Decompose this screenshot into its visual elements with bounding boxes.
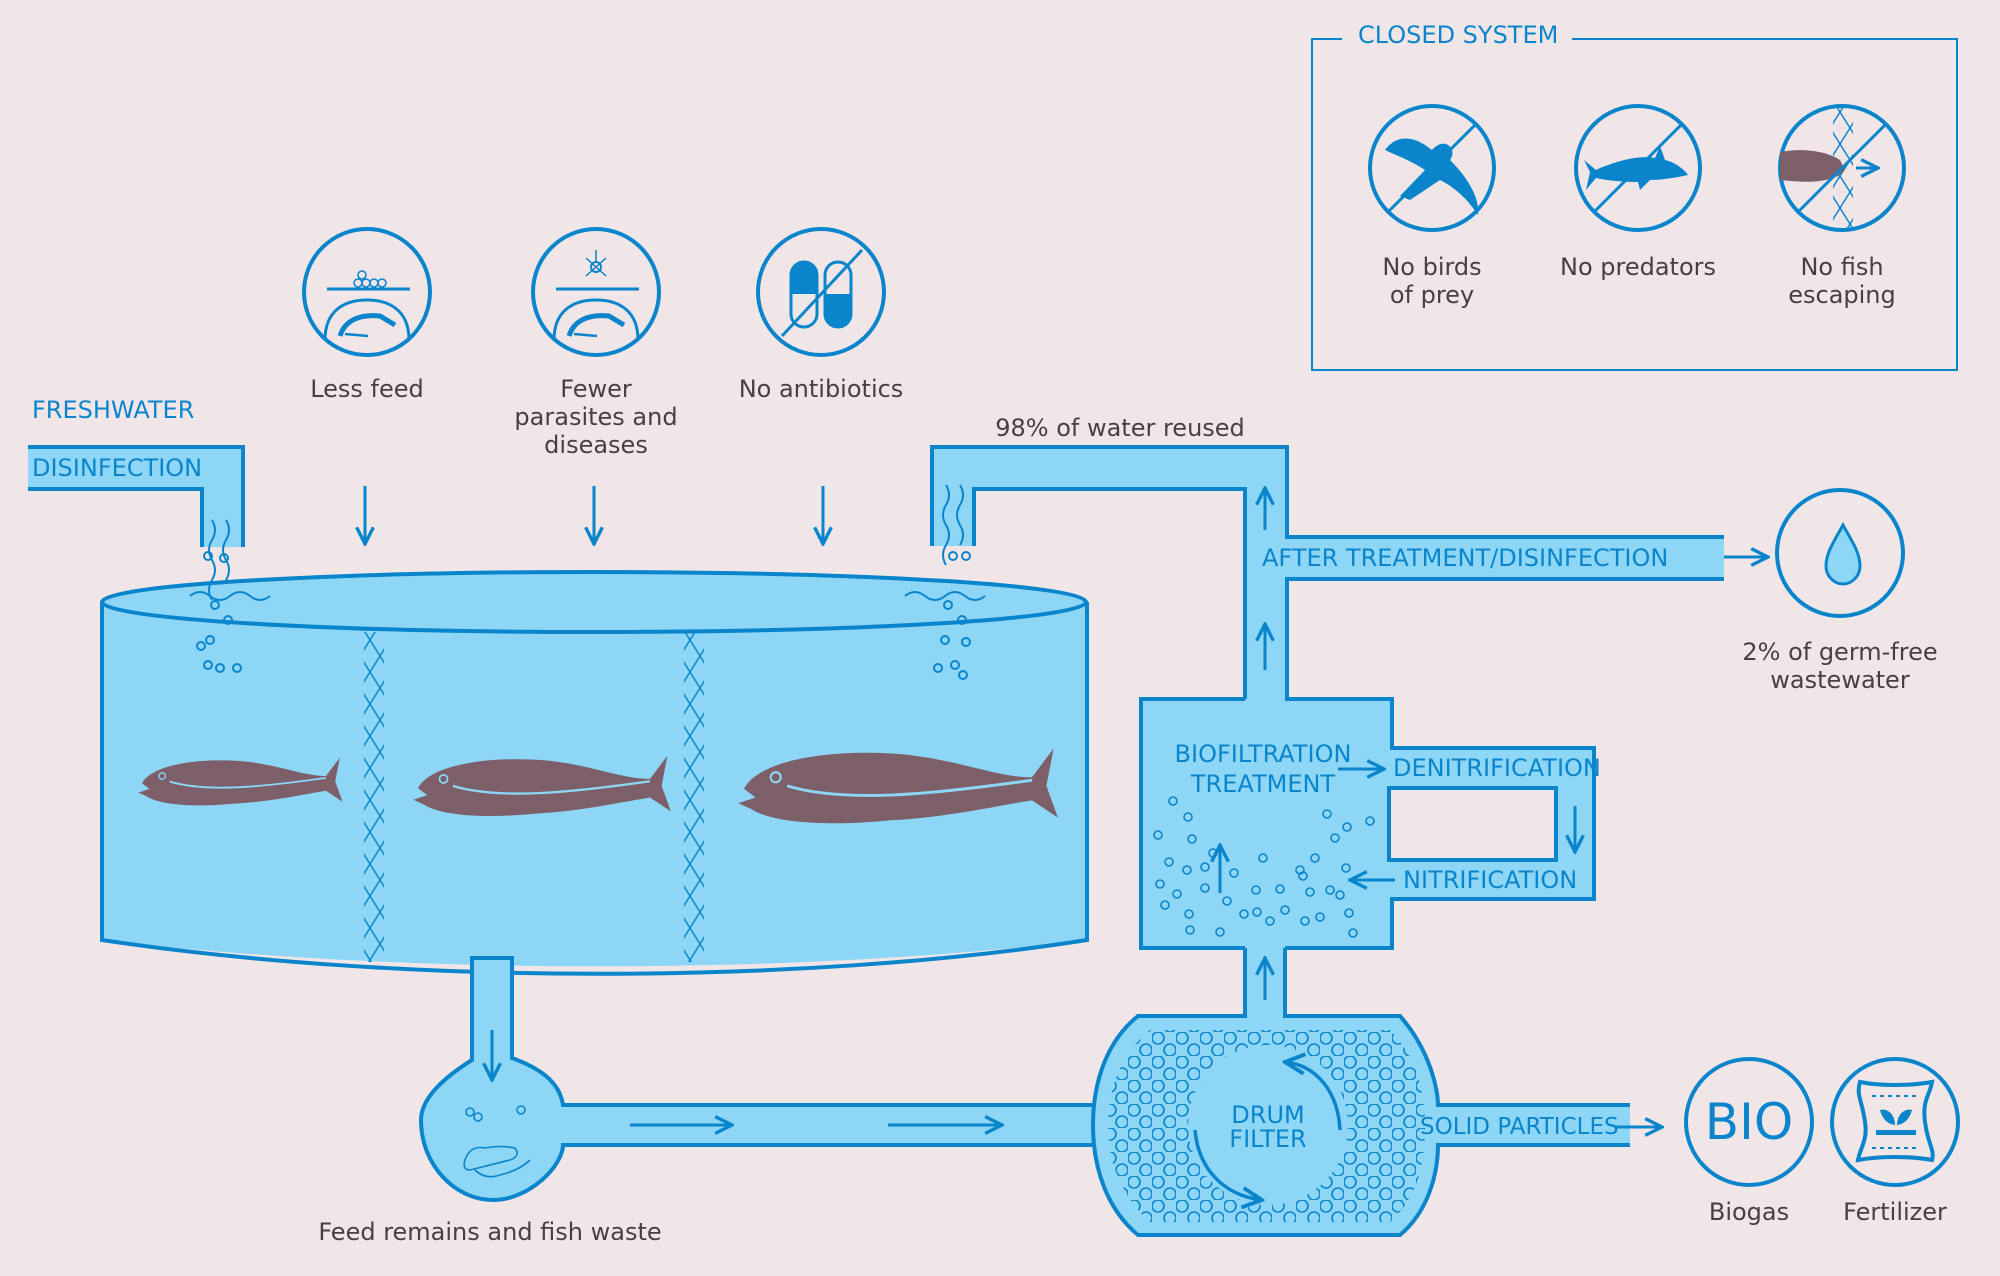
no-antibiotics-icon [756, 227, 886, 357]
closed-system-box [1311, 38, 1958, 371]
closed-item-fish-line2: escaping [1788, 281, 1896, 309]
bubble [1341, 863, 1351, 873]
bubble [1258, 853, 1268, 863]
benefit-parasites-line3: diseases [544, 431, 648, 459]
bubble [1185, 925, 1195, 935]
no-birds-of-prey-icon [1368, 104, 1496, 232]
bubble [1322, 809, 1332, 819]
drum-filter [1090, 948, 1630, 1237]
bubble [1305, 887, 1315, 897]
bubble [1222, 896, 1232, 906]
bubble [1265, 916, 1275, 926]
bubble [1208, 848, 1218, 858]
net-divider-2 [684, 632, 704, 962]
closed-item-predators-line1: No predators [1559, 253, 1716, 281]
biogas-icon [1684, 1057, 1814, 1187]
closed-system-title: CLOSED SYSTEM [1358, 21, 1559, 49]
fish-tank [100, 570, 1089, 976]
bubble [1348, 928, 1358, 938]
bubble [1168, 796, 1178, 806]
no-fish-escaping-icon [1778, 104, 1906, 232]
bubble [1153, 830, 1163, 840]
inlet-bubbles [189, 519, 271, 673]
drum-filter-line2: FILTER [1229, 1125, 1307, 1153]
water-drop-icon [1775, 488, 1905, 618]
drum-filter-label: DRUM FILTER [1208, 1103, 1328, 1151]
bubble [1251, 885, 1261, 895]
drain-pipe [418, 956, 1099, 1203]
benefit-parasites-line2: parasites and [514, 403, 678, 431]
benefit-fewer-parasites-label: Fewer parasites and diseases [506, 375, 686, 459]
nitrification-label: NITRIFICATION [1403, 866, 1578, 894]
solid-particles-label: SOLID PARTICLES [1420, 1114, 1619, 1140]
bubble [1184, 909, 1194, 919]
benefit-less-feed-label: Less feed [310, 375, 424, 403]
bubble [1300, 916, 1310, 926]
closed-item-birds-line2: of prey [1389, 281, 1475, 309]
less-feed-icon [302, 227, 432, 357]
disinfection-label: DISINFECTION [32, 454, 203, 482]
bubble [1344, 908, 1354, 918]
waste-label: Feed remains and fish waste [318, 1218, 662, 1246]
inlet-pipe [28, 447, 243, 547]
after-treatment-label: AFTER TREATMENT/DISINFECTION [1262, 544, 1669, 572]
bubble [1215, 927, 1225, 937]
wastewater-line1: 2% of germ-free [1742, 638, 1938, 666]
biofiltration-label: BIOFILTRATION TREATMENT [1168, 739, 1358, 799]
bubble [1155, 879, 1165, 889]
freshwater-label: FRESHWATER [32, 396, 195, 424]
biogas-icon-text: BIO [1704, 1093, 1794, 1151]
bubble [1160, 900, 1170, 910]
bubble [1239, 909, 1249, 919]
closed-item-fish: No fish escaping [1772, 253, 1912, 309]
wastewater-line2: wastewater [1770, 666, 1910, 694]
fertilizer-label: Fertilizer [1843, 1198, 1947, 1226]
benefit-no-antibiotics-label: No antibiotics [738, 375, 904, 403]
bubble [1330, 833, 1340, 843]
bubble [1164, 857, 1174, 867]
bubble [1200, 862, 1210, 872]
bubble [1315, 912, 1325, 922]
drum-filter-line1: DRUM [1231, 1101, 1305, 1129]
closed-item-birds: No birds of prey [1362, 253, 1502, 309]
biofiltration-line1: BIOFILTRATION [1174, 740, 1352, 768]
denitrification-label: DENITRIFICATION [1393, 754, 1601, 782]
wastewater-label: 2% of germ-free wastewater [1730, 638, 1950, 694]
bubble [1200, 883, 1210, 893]
closed-item-predators: No predators [1548, 253, 1728, 281]
closed-item-birds-line1: No birds [1382, 253, 1482, 281]
bubble [1365, 816, 1375, 826]
bubble [1183, 812, 1193, 822]
waste-particles [463, 1105, 531, 1178]
bubble [1342, 822, 1352, 832]
bubble [1229, 868, 1239, 878]
fewer-parasites-icon [531, 227, 661, 357]
bubble [1335, 890, 1345, 900]
no-predators-icon [1574, 104, 1702, 232]
bubble [1280, 905, 1290, 915]
benefit-parasites-line1: Fewer [560, 375, 632, 403]
biogas-label: Biogas [1708, 1198, 1790, 1226]
biofiltration-line2: TREATMENT [1190, 770, 1336, 798]
bubble [1275, 884, 1285, 894]
return-bubbles [904, 484, 986, 680]
water-reused-label: 98% of water reused [995, 414, 1245, 442]
bubble [1298, 871, 1308, 881]
bubble [1325, 885, 1335, 895]
fertilizer-icon [1830, 1057, 1960, 1187]
closed-item-fish-line1: No fish [1800, 253, 1884, 281]
return-pipe [932, 447, 1724, 699]
bubble [1182, 865, 1192, 875]
bubble [1310, 853, 1320, 863]
bubble [1252, 907, 1262, 917]
biofilter-tank [1139, 697, 1596, 950]
bubble [1172, 889, 1182, 899]
bubble [1187, 834, 1197, 844]
net-divider-1 [364, 632, 384, 962]
